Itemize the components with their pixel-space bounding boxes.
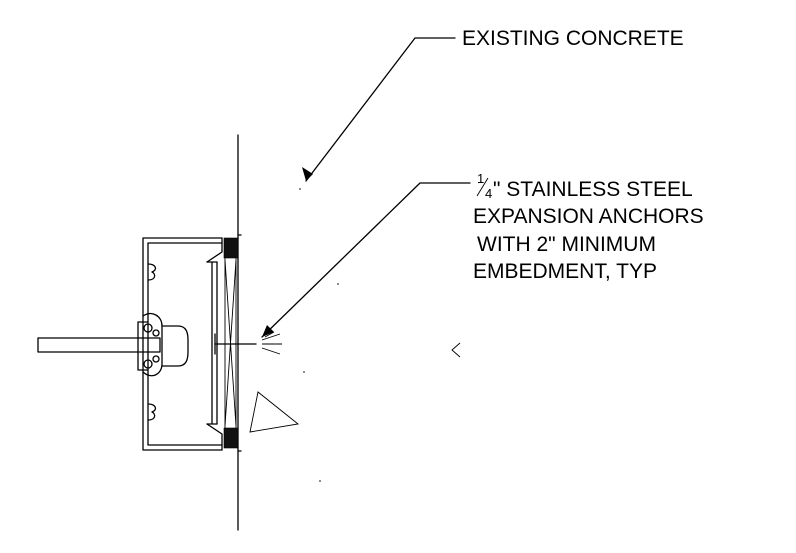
anchor-note-line-3: WITH 2" MINIMUM <box>477 233 656 256</box>
fraction-numerator: 1 <box>477 171 484 186</box>
anchor-note-line-2: EXPANSION ANCHORS <box>473 205 704 228</box>
backer-plate <box>224 258 237 428</box>
glazing-panel <box>37 337 161 353</box>
anchor-note-line-1: " STAINLESS STEEL <box>493 178 693 201</box>
concrete-hatch-marks <box>249 188 461 482</box>
expansion-anchor <box>214 331 282 355</box>
leader-existing-concrete <box>302 37 456 182</box>
anchor-note: 1 4 " STAINLESS STEEL EXPANSION ANCHORS … <box>473 171 704 283</box>
fraction-denominator: 4 <box>485 186 492 201</box>
frame-extrusion <box>137 237 223 451</box>
anchor-note-line-4: EMBEDMENT, TYP <box>473 260 657 283</box>
leader-anchors <box>261 182 471 338</box>
sealant-blocks <box>223 234 242 452</box>
label-existing-concrete: EXISTING CONCRETE <box>462 27 684 50</box>
